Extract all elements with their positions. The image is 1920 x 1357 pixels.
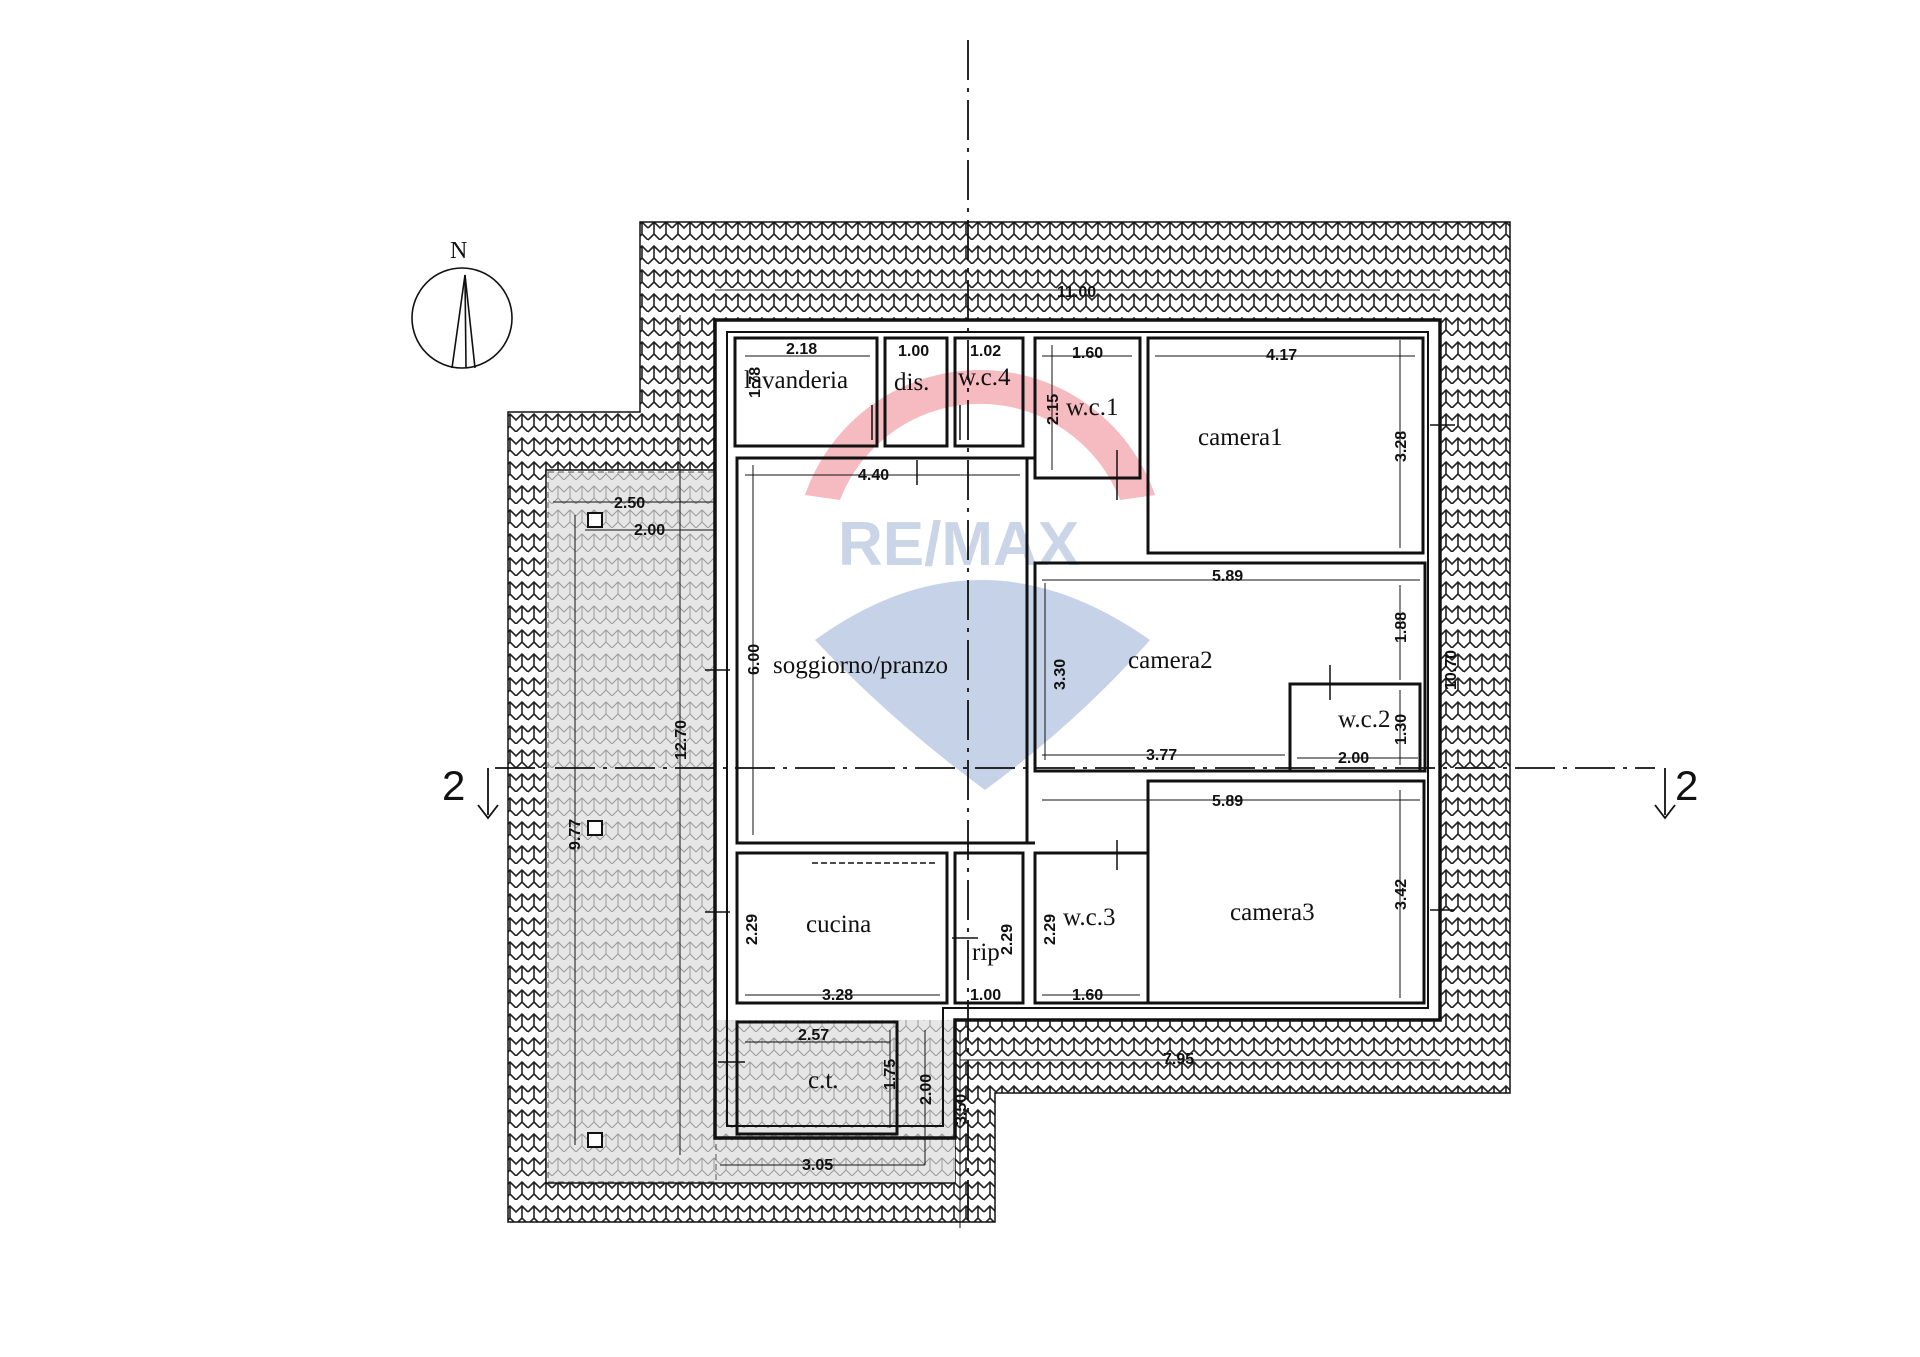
dim-1-02: 1.02 — [970, 343, 1001, 360]
room-dis: dis. — [894, 369, 929, 396]
room-wc3: w.c.3 — [1063, 904, 1116, 931]
dim-6-00: 6.00 — [746, 644, 763, 675]
room-camera1: camera1 — [1198, 424, 1283, 451]
dim-7-95: 7.95 — [1163, 1051, 1194, 1068]
dim-4-17: 4.17 — [1266, 347, 1297, 364]
dim-2-57: 2.57 — [798, 1027, 829, 1044]
door-marks — [705, 405, 1455, 1063]
dim-1-75: 1.75 — [882, 1059, 899, 1090]
dim-1-00-top: 1.00 — [898, 343, 929, 360]
room-wc4: w.c.4 — [958, 364, 1011, 391]
dimension-labels: 11.00 2.18 1.00 1.02 1.60 4.17 1.78 2.15… — [567, 284, 1460, 1174]
terrace-hatch — [547, 471, 955, 1183]
dim-3-50: 3.50 — [953, 1094, 970, 1125]
north-arrow — [411, 267, 513, 369]
terrace-columns — [587, 512, 603, 1148]
dim-3-77: 3.77 — [1146, 747, 1177, 764]
dim-3-42: 3.42 — [1393, 879, 1410, 910]
room-camera2: camera2 — [1128, 647, 1213, 674]
dim-9-77: 9.77 — [567, 819, 584, 850]
dim-2-29-wc3: 2.29 — [1042, 914, 1059, 945]
dim-1-60-wc3: 1.60 — [1072, 987, 1103, 1004]
dim-2-00-wc2: 2.00 — [1338, 750, 1369, 767]
dim-3-28-top: 3.28 — [1393, 431, 1410, 462]
dim-1-60-top: 1.60 — [1072, 345, 1103, 362]
dim-3-28-cucina: 3.28 — [822, 987, 853, 1004]
dim-2-50: 2.50 — [614, 495, 645, 512]
remax-watermark: RE/MAX — [805, 370, 1155, 790]
dim-3-30: 3.30 — [1052, 659, 1069, 690]
dim-5-89-bottom: 5.89 — [1212, 793, 1243, 810]
section-axes — [477, 40, 1676, 1225]
room-cucina: cucina — [806, 911, 871, 938]
section-label-left: 2 — [442, 762, 465, 809]
dim-5-89-top: 5.89 — [1212, 568, 1243, 585]
dim-12-70: 12.70 — [673, 720, 690, 760]
room-rip: rip — [972, 939, 1000, 966]
dim-2-29-rip: 2.29 — [999, 924, 1016, 955]
dim-1-88: 1.88 — [1393, 612, 1410, 643]
dim-4-40: 4.40 — [858, 467, 889, 484]
dim-3-05: 3.05 — [802, 1157, 833, 1174]
dim-1-78: 1.78 — [747, 367, 764, 398]
room-soggiorno: soggiorno/pranzo — [773, 652, 948, 679]
dim-2-29-cucina: 2.29 — [744, 914, 761, 945]
watermark-text: RE/MAX — [838, 510, 1079, 579]
dim-2-18: 2.18 — [786, 341, 817, 358]
house-walls — [713, 318, 1442, 1140]
dim-2-00-ct: 2.00 — [918, 1074, 935, 1105]
section-label-right: 2 — [1675, 762, 1698, 809]
room-camera3: camera3 — [1230, 899, 1315, 926]
room-lavanderia: lavanderia — [744, 367, 848, 394]
north-label: N — [450, 238, 467, 264]
dim-11-00: 11.00 — [1057, 284, 1096, 301]
room-wc2: w.c.2 — [1338, 706, 1391, 733]
dim-1-30: 1.30 — [1393, 714, 1410, 745]
dim-1-00-rip: 1.00 — [970, 987, 1001, 1004]
room-labels: lavanderia dis. w.c.4 w.c.1 camera1 sogg… — [744, 364, 1391, 1094]
dim-2-00-terrace: 2.00 — [634, 522, 665, 539]
room-wc1: w.c.1 — [1066, 394, 1119, 421]
dim-10-70: 10.70 — [1443, 650, 1460, 690]
dimension-lines — [553, 289, 1440, 1228]
dim-2-15: 2.15 — [1045, 394, 1062, 425]
room-ct: c.t. — [808, 1067, 839, 1094]
